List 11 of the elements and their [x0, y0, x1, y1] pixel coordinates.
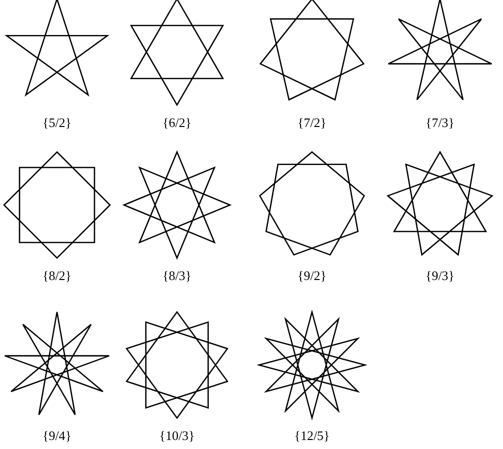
schlafli-symbol: {9/3} — [424, 268, 456, 284]
schlafli-symbol: {8/2} — [41, 268, 73, 284]
schlafli-symbol: {7/3} — [424, 115, 456, 131]
schlafli-symbol: {8/3} — [161, 268, 193, 284]
schlafli-symbol: {7/2} — [296, 115, 328, 131]
schlafli-symbol: {6/2} — [161, 115, 193, 131]
schlafli-symbol: {12/5} — [293, 428, 331, 444]
schlafli-symbol: {9/2} — [296, 268, 328, 284]
schlafli-symbol: {5/2} — [41, 115, 73, 131]
schlafli-symbol: {9/4} — [41, 428, 73, 444]
schlafli-symbol: {10/3} — [158, 428, 196, 444]
